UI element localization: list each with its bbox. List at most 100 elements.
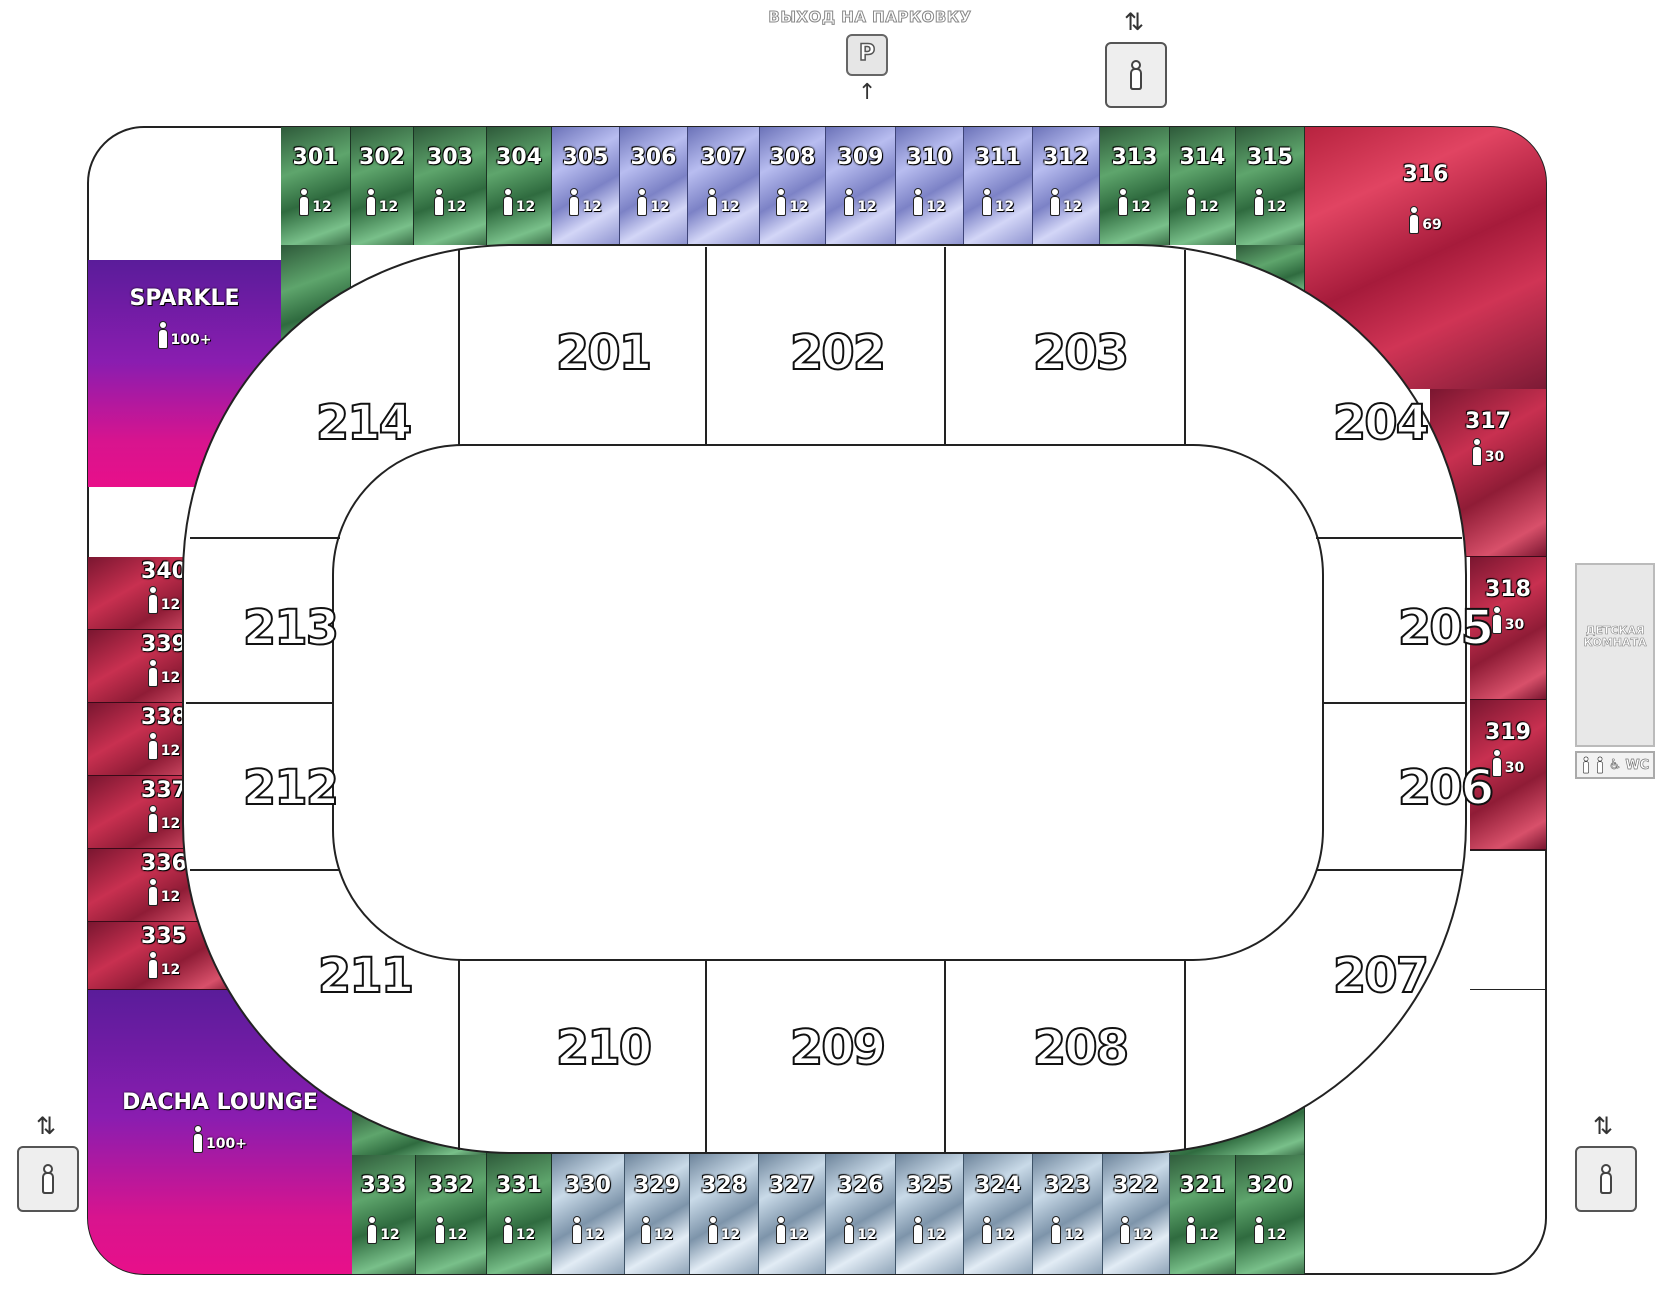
sector-capacity: 12 [160,889,181,905]
person-icon [776,1217,786,1243]
sector-number: 312 [1043,145,1089,170]
sector-number: 315 [1247,145,1293,170]
sector-202[interactable]: 202 [789,324,887,382]
sector-320[interactable]: 320 12 [1236,1153,1305,1274]
elevator-bottom-left[interactable] [17,1146,79,1212]
person-icon [367,1217,377,1243]
person-icon [913,189,923,215]
kids-room[interactable]: ДЕТСКАЯ КОМНАТА [1575,563,1655,747]
sector-capacity: 12 [1266,199,1287,215]
elevator-top[interactable] [1105,42,1167,108]
sector-capacity: 12 [515,199,536,215]
sector-204[interactable]: 204 [1332,394,1430,452]
person-icon [148,806,158,832]
person-icon [148,587,158,613]
person-icon [982,1217,992,1243]
sector-capacity: 12 [788,1227,809,1243]
sector-201[interactable]: 201 [555,324,653,382]
sector-capacity: 12 [653,1227,674,1243]
sector-number: 327 [769,1173,815,1198]
sector-205[interactable]: 205 [1397,599,1495,657]
person-icon [1118,189,1128,215]
person-icon [982,189,992,215]
sector-number: 323 [1044,1173,1091,1198]
sector-329[interactable]: 329 12 [625,1153,690,1274]
sector-number: 319 [1485,720,1531,745]
elevator-arrows-icon: ⇅ [1593,1112,1614,1140]
wc-facilities[interactable]: ♿ WC [1575,751,1655,779]
sector-capacity: 12 [926,199,946,215]
person-icon [148,660,158,686]
person-icon [434,189,444,215]
sector-number: 324 [975,1173,1021,1198]
sector-212[interactable]: 212 [242,759,340,817]
elevator-arrows-icon: ⇅ [36,1112,57,1140]
sector-capacity: 12 [1199,199,1219,215]
sector-number: 329 [634,1173,680,1198]
sector-327[interactable]: 327 12 [759,1153,826,1274]
sector-304[interactable]: 304 12 [487,127,552,245]
sector-315[interactable]: 315 12 [1236,127,1305,245]
sector-number: 340 [141,559,187,584]
sector-301[interactable]: 301 12 [281,127,351,245]
sector-number: 320 [1247,1173,1293,1198]
sector-210[interactable]: 210 [555,1019,653,1077]
sector-capacity: 12 [160,816,181,832]
sector-number: 328 [701,1173,747,1198]
sector-capacity: 12 [994,1227,1015,1243]
sector-capacity: 12 [446,199,467,215]
wc-label: WC [1625,757,1650,773]
person-icon [193,1126,203,1152]
parking-icon[interactable]: P [846,34,888,76]
sector-number: 307 [700,145,747,170]
sector-capacity: 12 [1266,1227,1287,1243]
sector-capacity: 12 [312,199,332,215]
sector-211[interactable]: 211 [317,947,415,1005]
sector-324[interactable]: 324 12 [964,1153,1033,1274]
sector-207[interactable]: 207 [1332,947,1430,1005]
sector-number: 339 [141,632,187,657]
sector-capacity: 12 [447,1227,468,1243]
elevator-bottom-right[interactable] [1575,1146,1637,1212]
person-icon [1051,1217,1061,1243]
sector-number: 301 [292,145,339,170]
sector-213[interactable]: 213 [242,599,340,657]
sector-208[interactable]: 208 [1032,1019,1130,1077]
sector-capacity: 12 [160,597,181,613]
sector-214[interactable]: 214 [315,394,413,452]
sector-203[interactable]: 203 [1032,324,1130,382]
sector-capacity: 12 [1131,199,1151,215]
sector-capacity: 30 [1484,449,1505,465]
sector-209[interactable]: 209 [789,1019,887,1077]
person-icon [366,189,376,215]
sparkle-capacity: 100+ [170,332,212,348]
sector-206[interactable]: 206 [1397,759,1495,817]
sector-number: 331 [496,1173,542,1198]
sector-number: 304 [496,145,542,170]
